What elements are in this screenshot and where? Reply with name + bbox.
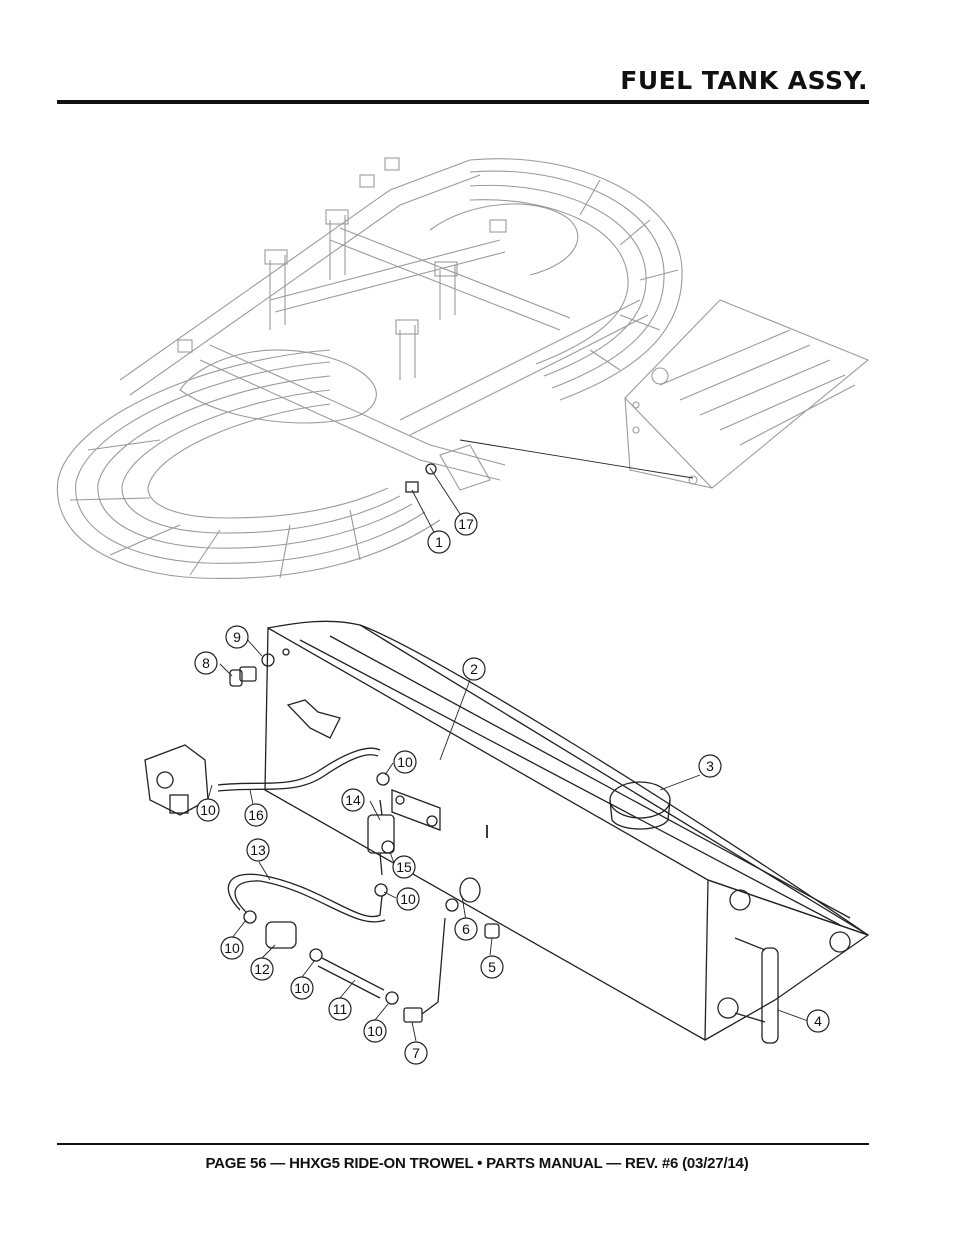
svg-text:16: 16 <box>248 807 264 823</box>
svg-text:6: 6 <box>462 921 470 937</box>
svg-text:10: 10 <box>367 1023 383 1039</box>
callout-10b: 10 <box>196 798 220 822</box>
callout-8: 8 <box>194 651 218 675</box>
svg-text:5: 5 <box>488 959 496 975</box>
svg-text:9: 9 <box>233 629 241 645</box>
callout-13: 13 <box>246 838 270 862</box>
svg-text:12: 12 <box>254 961 270 977</box>
tank-mark: I <box>484 822 489 842</box>
callout-10a: 10 <box>393 750 417 774</box>
svg-text:4: 4 <box>814 1013 822 1029</box>
svg-text:7: 7 <box>412 1045 420 1061</box>
svg-text:8: 8 <box>202 655 210 671</box>
callout-11: 11 <box>328 997 352 1021</box>
svg-text:15: 15 <box>396 859 412 875</box>
callout-12: 12 <box>250 957 274 981</box>
callout-5: 5 <box>480 955 504 979</box>
callout-15: 15 <box>392 855 416 879</box>
svg-text:10: 10 <box>224 940 240 956</box>
callout-6: 6 <box>454 917 478 941</box>
svg-text:1: 1 <box>435 534 443 550</box>
callout-7: 7 <box>404 1041 428 1065</box>
fuel-tank-drawing: I <box>144 620 870 1044</box>
callout-17: 17 <box>454 512 478 536</box>
callout-14: 14 <box>341 788 365 812</box>
svg-text:10: 10 <box>397 754 413 770</box>
callout-16: 16 <box>244 803 268 827</box>
svg-text:17: 17 <box>458 516 474 532</box>
callout-2: 2 <box>462 657 486 681</box>
callout-9: 9 <box>225 625 249 649</box>
footer-rule <box>57 1143 869 1145</box>
svg-text:10: 10 <box>294 980 310 996</box>
callout-10d: 10 <box>220 936 244 960</box>
callout-1: 1 <box>427 530 451 554</box>
svg-text:10: 10 <box>400 891 416 907</box>
callout-10c: 10 <box>396 887 420 911</box>
svg-text:10: 10 <box>200 802 216 818</box>
callout-10e: 10 <box>290 976 314 1000</box>
callout-3: 3 <box>698 754 722 778</box>
callout-4: 4 <box>806 1009 830 1033</box>
svg-text:14: 14 <box>345 792 361 808</box>
svg-text:13: 13 <box>250 842 266 858</box>
svg-text:2: 2 <box>470 661 478 677</box>
header-rule <box>57 100 869 104</box>
callout-10f: 10 <box>363 1019 387 1043</box>
trowel-frame-drawing <box>56 157 870 579</box>
page-title: FUEL TANK ASSY. <box>620 66 868 95</box>
svg-text:11: 11 <box>333 1001 348 1017</box>
page-footer: PAGE 56 — HHXG5 RIDE-ON TROWEL • PARTS M… <box>205 1155 749 1172</box>
svg-text:3: 3 <box>706 758 714 774</box>
